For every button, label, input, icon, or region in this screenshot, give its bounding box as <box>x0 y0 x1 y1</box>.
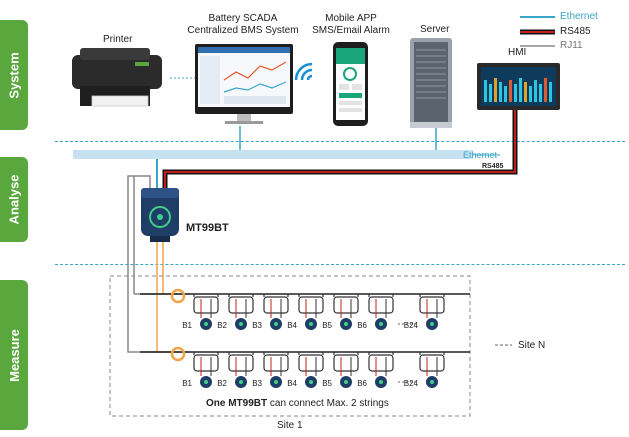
section-tab-analyse: Analyse <box>0 157 28 242</box>
battery-label: B4 <box>287 379 297 388</box>
battery-label: B2 <box>217 321 227 330</box>
legend <box>520 16 555 47</box>
app-label-line1: Mobile APP <box>325 13 377 24</box>
strings-note-rest: can connect Max. 2 strings <box>267 398 389 409</box>
separator-system-analyse <box>55 141 625 142</box>
battery-label: B1 <box>182 379 192 388</box>
site-label: Site 1 <box>277 420 303 431</box>
printer-label: Printer <box>103 34 133 45</box>
battery-cell-1-b1: B1 <box>182 294 219 330</box>
battery-cell-1-b2: B2 <box>217 294 254 330</box>
battery-label: B4 <box>287 321 297 330</box>
app-label: Mobile APP SMS/Email Alarm <box>305 13 397 37</box>
ethernet-bus-label: Ethernet <box>463 150 498 160</box>
scada-label-line1: Battery SCADA <box>208 13 278 24</box>
battery-label: B3 <box>252 379 262 388</box>
legend-ethernet-label: Ethernet <box>560 11 598 22</box>
wifi-icon <box>294 62 313 81</box>
battery-cell-2-b6: B6 <box>357 352 394 388</box>
current-sensor-icon-2 <box>170 346 186 362</box>
hmi-icon <box>477 63 560 110</box>
monitor-icon <box>195 44 293 124</box>
battery-label: B5 <box>322 321 332 330</box>
battery-label: B6 <box>357 379 367 388</box>
legend-rs485-label: RS485 <box>560 26 591 37</box>
battery-cell-2-b4: B4 <box>287 352 324 388</box>
rs485-line <box>162 110 518 190</box>
battery-label: B5 <box>322 379 332 388</box>
printer-icon <box>72 48 162 107</box>
hmi-bars <box>484 78 552 102</box>
scada-label-line2: Centralized BMS System <box>187 25 299 36</box>
battery-cell-1-b6: B6 <box>357 294 394 330</box>
legend-rj11-label: RJ11 <box>560 40 583 51</box>
battery-label: B6 <box>357 321 367 330</box>
site-boundary <box>109 275 471 417</box>
battery-cell-2-b24: B24 <box>404 352 445 388</box>
rs485-bus-label: RS485 <box>482 163 504 170</box>
controller-model-label: MT99BT <box>186 222 229 234</box>
battery-cell-2-b3: B3 <box>252 352 289 388</box>
site-n-label: Site N <box>518 340 546 351</box>
battery-cell-1-b24: B24 <box>404 294 445 330</box>
battery-label: B2 <box>217 379 227 388</box>
hmi-label: HMI <box>508 47 527 58</box>
battery-cell-1-b3: B3 <box>252 294 289 330</box>
battery-cell-1-b4: B4 <box>287 294 324 330</box>
app-label-line2: SMS/Email Alarm <box>312 25 390 36</box>
section-tab-system: System <box>0 20 28 130</box>
battery-cell-2-b1: B1 <box>182 352 219 388</box>
server-label: Server <box>420 24 450 35</box>
battery-cell-2-b5: B5 <box>322 352 359 388</box>
ethernet-bus <box>73 150 473 159</box>
strings-note: One MT99BT can connect Max. 2 strings <box>206 398 389 409</box>
section-tab-measure: Measure <box>0 280 28 430</box>
scada-label: Battery SCADA Centralized BMS System <box>178 13 308 37</box>
battery-cell-2-b2: B2 <box>217 352 254 388</box>
server-icon <box>410 38 452 128</box>
strings-note-bold: One MT99BT <box>206 398 268 409</box>
battery-cell-1-b5: B5 <box>322 294 359 330</box>
battery-label: B3 <box>252 321 262 330</box>
current-sensor-icon-1 <box>170 288 186 304</box>
sensor-wire-2 <box>156 242 178 353</box>
battery-label: B24 <box>404 321 419 330</box>
battery-label: B1 <box>182 321 192 330</box>
battery-label: B24 <box>404 379 419 388</box>
sensor-wire-1 <box>162 242 178 295</box>
separator-analyse-measure <box>55 264 625 265</box>
phone-icon <box>333 42 368 126</box>
mt99bt-controller-icon <box>141 188 179 242</box>
